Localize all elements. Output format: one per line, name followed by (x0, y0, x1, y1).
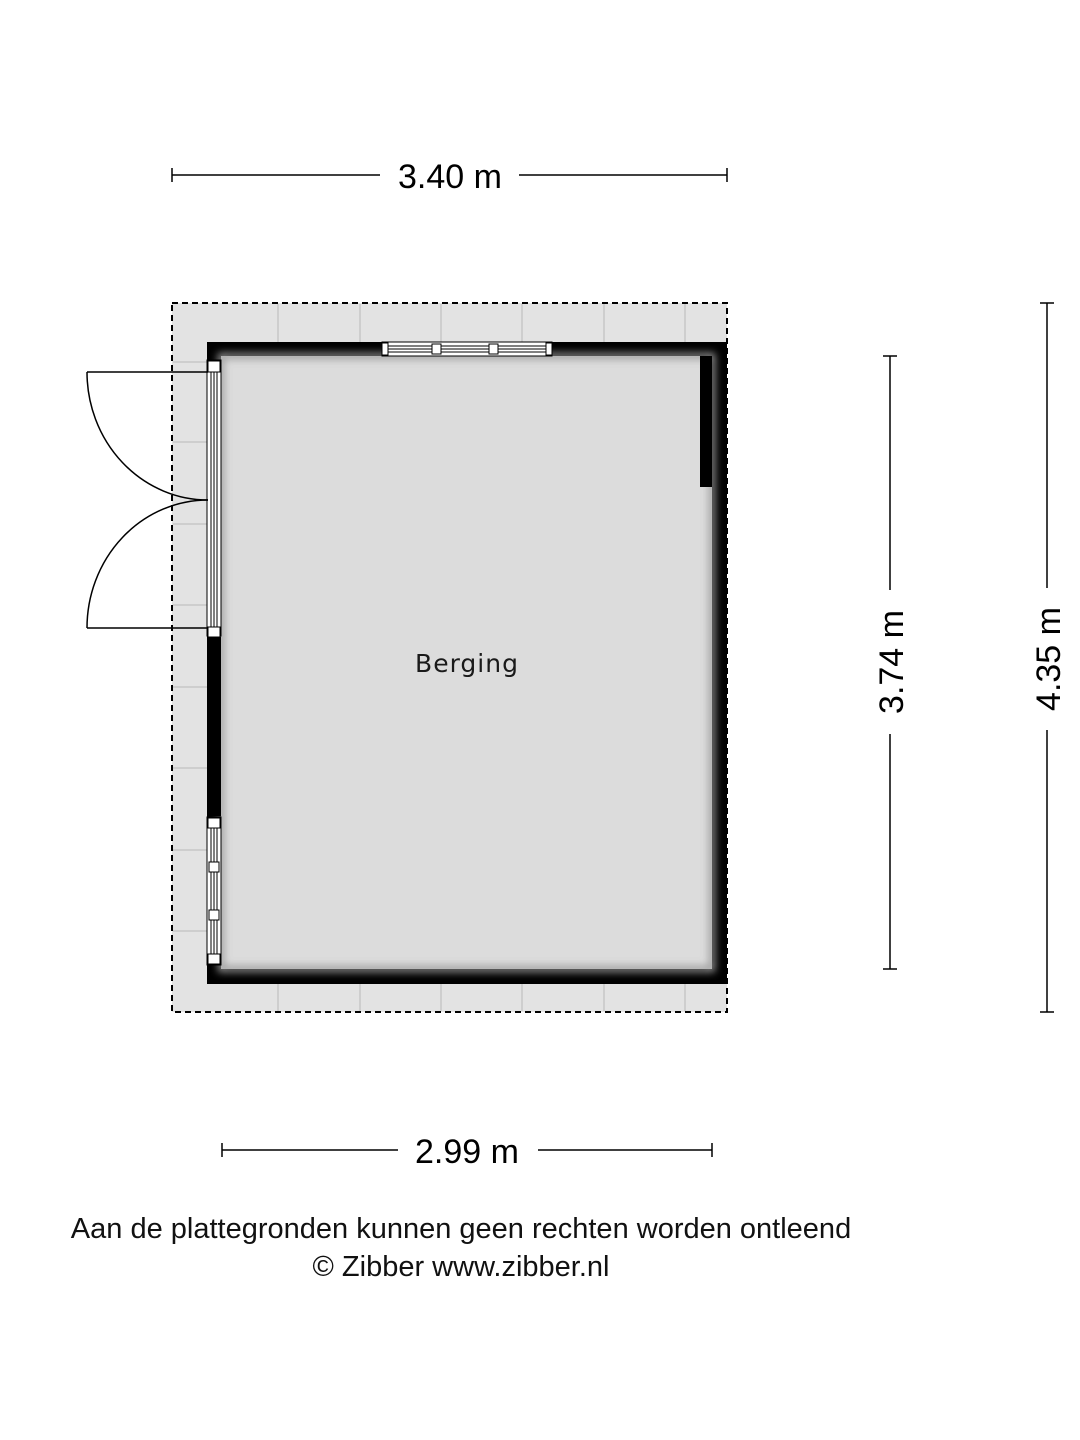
wall-pillar (700, 356, 712, 487)
copyright-text: © Zibber www.zibber.nl (312, 1251, 610, 1283)
outer-height-label: 4.35 m (1030, 607, 1068, 711)
dimension-outer-width: 3.40 m (171, 158, 728, 196)
top-window (381, 341, 553, 357)
left-wall-segment (207, 637, 221, 816)
double-door (86, 359, 222, 638)
dimension-inner-height: 3.74 m (873, 355, 911, 970)
left-window (206, 816, 222, 966)
room-label: Berging (415, 649, 519, 678)
inner-height-label: 3.74 m (873, 610, 911, 714)
dimension-inner-width: 2.99 m (221, 1133, 713, 1171)
inner-width-label: 2.99 m (415, 1133, 519, 1171)
dimension-outer-height: 4.35 m (1030, 302, 1068, 1013)
disclaimer-text: Aan de plattegronden kunnen geen rechten… (70, 1213, 852, 1245)
outer-width-label: 3.40 m (398, 158, 502, 196)
room-floor (207, 342, 727, 984)
